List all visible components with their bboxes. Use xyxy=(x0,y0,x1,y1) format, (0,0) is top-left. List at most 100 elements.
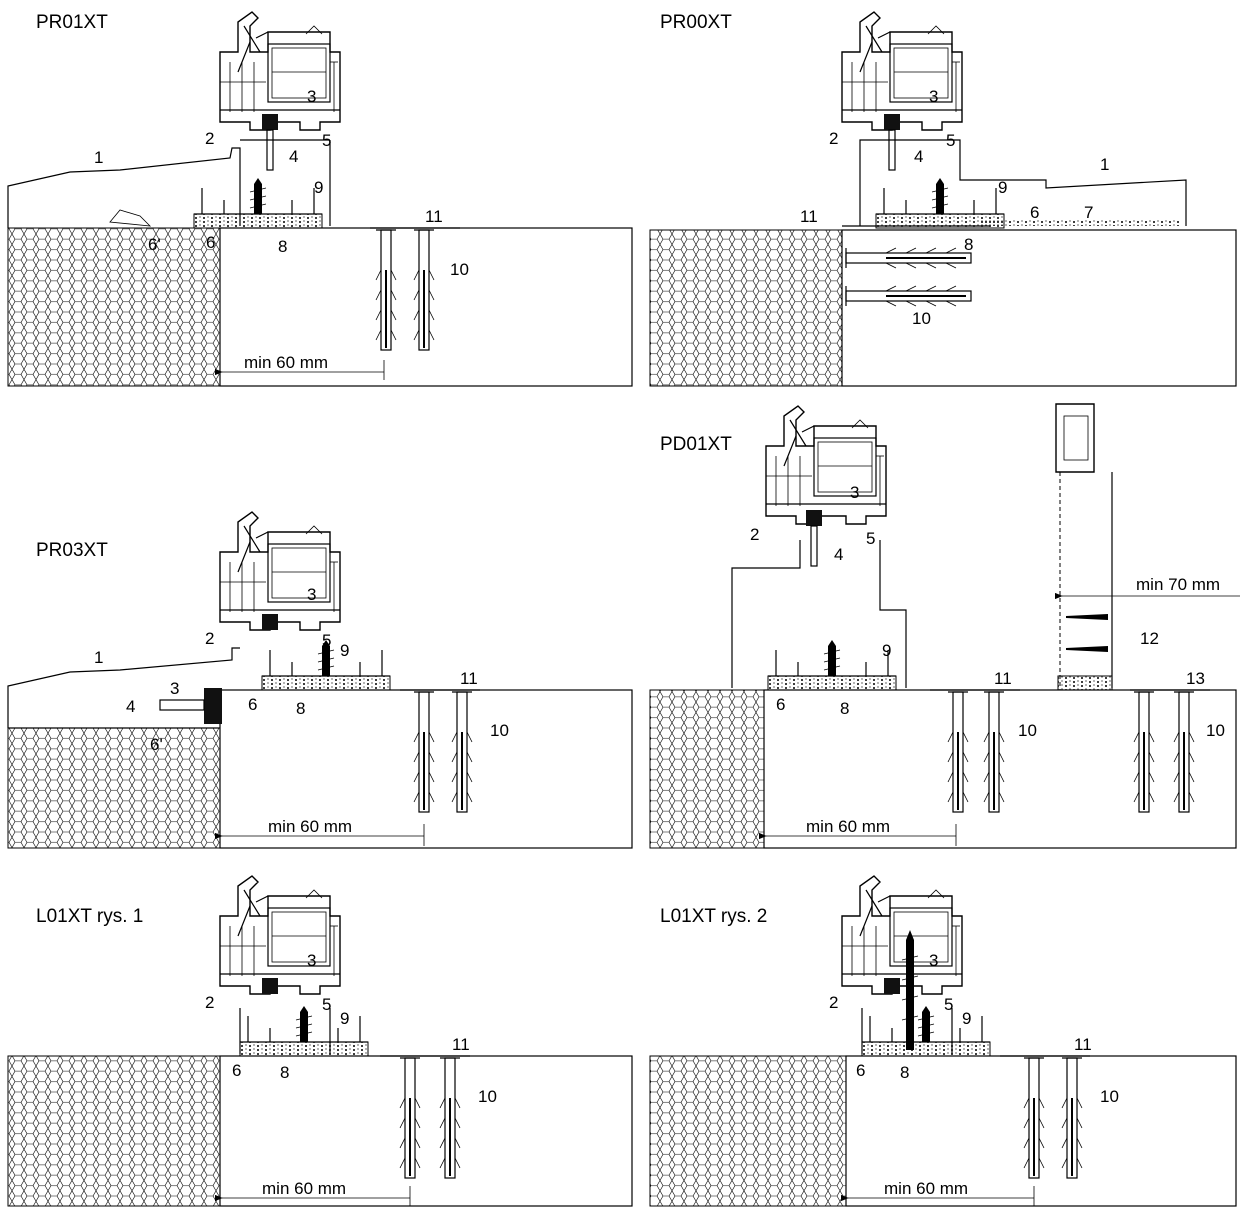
callout-2: 2 xyxy=(829,129,838,148)
callout-5: 5 xyxy=(322,131,331,150)
callout-6: 6 xyxy=(206,233,215,252)
callout-5: 5 xyxy=(946,131,955,150)
insulation-block xyxy=(841,229,1237,387)
panel-title: PR01XT xyxy=(36,12,108,33)
callout-10: 10 xyxy=(1100,1087,1119,1106)
sealant-tape xyxy=(884,114,900,130)
dimension-label: min 60 mm xyxy=(244,353,328,372)
callout-3: 3 xyxy=(307,951,316,970)
panel-pr01xt: PR01XT min 60 mm 1 2 3 4 5 6 6' 8 9 10 1… xyxy=(7,11,633,387)
window-frame xyxy=(841,11,963,131)
masonry-wall xyxy=(7,727,221,849)
callout-4: 4 xyxy=(126,697,135,716)
callout-3: 3 xyxy=(850,483,859,502)
callout-5: 5 xyxy=(944,995,953,1014)
callout-6: 6 xyxy=(248,695,257,714)
masonry-wall xyxy=(649,689,765,849)
dimension-label: min 60 mm xyxy=(806,817,890,836)
panel-pr03xt: PR03XT min 60 mm 1 2 3 3 4 5 6 6' 8 9 10… xyxy=(7,511,633,849)
callout-8: 8 xyxy=(900,1063,909,1082)
callout-9: 9 xyxy=(998,178,1007,197)
window-frame xyxy=(841,875,963,995)
callout-11: 11 xyxy=(460,669,478,688)
door-frame xyxy=(1055,403,1095,473)
callout-6-prime: 6' xyxy=(148,235,161,254)
callout-3: 3 xyxy=(307,585,316,604)
panel-l01xt-1: L01XT rys. 1 min 60 mm 2 3 5 6 8 9 10 11 xyxy=(7,875,633,1207)
callout-6: 6 xyxy=(856,1061,865,1080)
panel-title: L01XT rys. 1 xyxy=(36,906,143,927)
panel-title: L01XT rys. 2 xyxy=(660,906,767,927)
callout-11: 11 xyxy=(994,669,1012,688)
callout-3b: 3 xyxy=(170,679,179,698)
callout-5: 5 xyxy=(322,995,331,1014)
masonry-wall xyxy=(7,227,221,387)
callout-8: 8 xyxy=(840,699,849,718)
callout-10: 10 xyxy=(1018,721,1037,740)
callout-2: 2 xyxy=(750,525,759,544)
callout-10b: 10 xyxy=(1206,721,1225,740)
callout-6: 6 xyxy=(1030,203,1039,222)
callout-4: 4 xyxy=(289,147,298,166)
callout-7: 7 xyxy=(1084,203,1093,222)
callout-10: 10 xyxy=(478,1087,497,1106)
callout-1: 1 xyxy=(94,648,103,667)
callout-1: 1 xyxy=(1100,155,1109,174)
callout-4: 4 xyxy=(914,147,923,166)
insulation-block xyxy=(845,1055,1237,1207)
dimension-label: min 60 mm xyxy=(262,1179,346,1198)
screw xyxy=(1066,614,1108,620)
callout-2: 2 xyxy=(205,993,214,1012)
long-screw xyxy=(906,930,914,1050)
dimension-label-2: min 70 mm xyxy=(1136,575,1220,594)
masonry-wall xyxy=(649,1055,847,1207)
callout-8: 8 xyxy=(296,699,305,718)
callout-9: 9 xyxy=(314,178,323,197)
callout-11: 11 xyxy=(800,207,818,226)
insulation-block xyxy=(219,689,633,849)
sealant-tape xyxy=(204,688,222,724)
callout-6: 6 xyxy=(776,695,785,714)
callout-13: 13 xyxy=(1186,669,1205,688)
callout-12: 12 xyxy=(1140,629,1159,648)
callout-10: 10 xyxy=(912,309,931,328)
callout-5: 5 xyxy=(322,631,331,650)
callout-11: 11 xyxy=(1074,1035,1092,1054)
callout-9: 9 xyxy=(962,1009,971,1028)
callout-5: 5 xyxy=(866,529,875,548)
panel-title: PR00XT xyxy=(660,12,732,33)
callout-6: 6 xyxy=(232,1061,241,1080)
mounting-clip xyxy=(193,177,323,229)
screw xyxy=(1066,646,1108,652)
masonry-wall xyxy=(7,1055,221,1207)
window-frame xyxy=(219,511,341,631)
insulation-block xyxy=(219,227,633,387)
callout-2: 2 xyxy=(205,629,214,648)
callout-9: 9 xyxy=(340,641,349,660)
callout-3: 3 xyxy=(929,87,938,106)
panel-pr00xt: PR00XT 1 2 3 4 5 6 7 8 9 10 11 xyxy=(649,11,1237,387)
mounting-clip xyxy=(767,639,897,691)
callout-8: 8 xyxy=(964,235,973,254)
callout-6-prime: 6' xyxy=(150,735,163,754)
window-frame xyxy=(765,405,887,525)
callout-4: 4 xyxy=(834,545,843,564)
dimension-label: min 60 mm xyxy=(268,817,352,836)
window-sill xyxy=(731,540,907,688)
callout-1: 1 xyxy=(94,148,103,167)
window-sill xyxy=(859,139,1187,226)
mounting-clip xyxy=(875,177,1005,229)
panel-pd01xt: PD01XT min 70 mm min 60 mm 2 3 4 5 6 8 xyxy=(649,403,1240,849)
callout-10: 10 xyxy=(450,260,469,279)
callout-2: 2 xyxy=(829,993,838,1012)
window-frame xyxy=(219,875,341,995)
panel-title: PR03XT xyxy=(36,540,108,561)
masonry-wall xyxy=(649,229,843,387)
callout-8: 8 xyxy=(280,1063,289,1082)
panel-title: PD01XT xyxy=(660,434,732,455)
callout-9: 9 xyxy=(882,641,891,660)
callout-2: 2 xyxy=(205,129,214,148)
callout-10: 10 xyxy=(490,721,509,740)
callout-3: 3 xyxy=(929,951,938,970)
